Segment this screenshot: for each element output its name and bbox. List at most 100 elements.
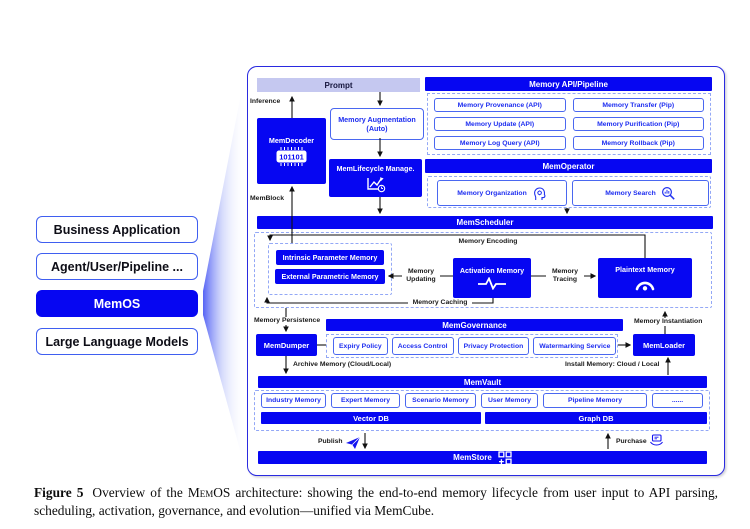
api-item-label: Memory Provenance (API) xyxy=(457,101,542,109)
governance-policies-container: Expiry Policy Access Control Privacy Pro… xyxy=(326,334,618,358)
memoperator-header: MemOperator xyxy=(425,159,712,173)
user-memory-box: User Memory xyxy=(481,393,538,408)
sidebar-label: MemOS xyxy=(93,296,141,311)
memory-search-box: Memory Search xyxy=(572,180,709,206)
plaintext-memory-box: Plaintext Memory xyxy=(598,258,692,298)
gauge-icon xyxy=(635,281,655,291)
memory-tracing-line2: Tracing xyxy=(552,276,578,284)
memlifecycle-box: MemLifecycle Manage. xyxy=(329,159,422,197)
memvault-header: MemVault xyxy=(258,376,707,388)
memory-updating-label: Memory Updating xyxy=(402,268,440,285)
memlifecycle-label: MemLifecycle Manage. xyxy=(336,163,415,173)
sidebar-item-large-language-models: Large Language Models xyxy=(36,328,198,355)
api-item-label: Memory Log Query (API) xyxy=(459,139,540,147)
purchase-card-icon xyxy=(650,434,663,446)
archive-memory-label: Archive Memory (Cloud/Local) xyxy=(293,361,392,368)
svg-text:101101: 101101 xyxy=(279,153,304,162)
chip-icon: 101101 xyxy=(276,147,306,166)
industry-memory-box: Industry Memory xyxy=(261,393,326,408)
memdecoder-box: MemDecoder 101101 xyxy=(257,118,326,184)
policy-label: Access Control xyxy=(397,342,448,350)
expert-memory-box: Expert Memory xyxy=(331,393,400,408)
memory-tracing-label: Memory Tracing xyxy=(546,268,584,285)
memscheduler-title: MemScheduler xyxy=(456,218,514,227)
sidebar-label: Agent/User/Pipeline ... xyxy=(51,259,183,274)
memory-encoding-label: Memory Encoding xyxy=(455,238,521,247)
sidebar-item-memos: MemOS xyxy=(36,290,198,317)
memory-type-label: ...... xyxy=(671,397,684,404)
memory-api-pipeline-grid: Memory Provenance (API) Memory Transfer … xyxy=(427,93,711,155)
memvault-container xyxy=(254,390,710,431)
memblock-label: MemBlock xyxy=(250,195,284,202)
pipeline-memory-box: Pipeline Memory xyxy=(543,393,647,408)
more-memory-box: ...... xyxy=(652,393,703,408)
api-item-memory-rollback: Memory Rollback (Pip) xyxy=(572,136,704,150)
vector-db-bar: Vector DB xyxy=(261,412,481,424)
memstore-bar: MemStore xyxy=(258,450,707,465)
augmentation-line2: (Auto) xyxy=(366,124,388,133)
memory-type-row: Industry Memory Expert Memory Scenario M… xyxy=(261,393,707,408)
purchase-label: Purchase xyxy=(616,438,647,445)
memloader-box: MemLoader xyxy=(633,334,695,356)
memdumper-label: MemDumper xyxy=(263,340,310,350)
search-icon xyxy=(661,186,675,200)
inference-label: Inference xyxy=(250,98,281,105)
caption-text-rest: architecture: showing the end-to-end mem… xyxy=(34,485,718,518)
memory-type-label: Pipeline Memory xyxy=(567,397,622,404)
graph-db-label: Graph DB xyxy=(578,413,614,423)
memory-caching-label: Memory Caching xyxy=(408,299,472,308)
api-item-label: Memory Purification (Pip) xyxy=(597,120,680,128)
policy-label: Privacy Protection xyxy=(463,342,524,350)
scheduler-section-container xyxy=(254,232,712,308)
memscheduler-bar: MemScheduler xyxy=(257,216,713,229)
api-item-label: Memory Update (API) xyxy=(465,120,535,128)
memory-api-pipeline-title: Memory API/Pipeline xyxy=(529,79,608,89)
sidebar-label: Large Language Models xyxy=(45,334,189,349)
memory-type-label: Scenario Memory xyxy=(412,397,469,404)
memory-persistence-label: Memory Persistence xyxy=(252,317,323,326)
memdecoder-label: MemDecoder xyxy=(268,136,315,145)
api-item-memory-provenance: Memory Provenance (API) xyxy=(434,98,566,112)
caption-memos-os: OS xyxy=(213,485,231,500)
api-item-label: Memory Transfer (Pip) xyxy=(602,101,675,109)
memgovernance-title: MemGovernance xyxy=(442,320,507,330)
vector-db-label: Vector DB xyxy=(353,413,389,423)
prompt-label: Prompt xyxy=(324,80,353,90)
memory-api-pipeline-header: Memory API/Pipeline xyxy=(425,77,712,91)
plaintext-memory-label: Plaintext Memory xyxy=(615,265,675,274)
policy-label: Expiry Policy xyxy=(339,342,382,350)
memory-updating-line2: Updating xyxy=(406,276,436,284)
memloader-label: MemLoader xyxy=(642,340,686,350)
install-memory-label: Install Memory: Cloud / Local xyxy=(565,361,660,368)
api-item-label: Memory Rollback (Pip) xyxy=(601,139,675,147)
memstore-apps-icon xyxy=(498,450,512,465)
prompt-bar: Prompt xyxy=(257,78,420,92)
memvault-title: MemVault xyxy=(463,377,502,387)
activation-memory-box: Activation Memory xyxy=(453,258,531,298)
memory-type-label: Expert Memory xyxy=(340,397,391,404)
external-parametric-memory-label: External Parametric Memory xyxy=(281,272,379,281)
policy-privacy: Privacy Protection xyxy=(457,337,530,355)
sidebar-item-business-application: Business Application xyxy=(36,216,198,243)
memory-tracing-line1: Memory xyxy=(551,268,579,275)
graph-db-bar: Graph DB xyxy=(485,412,707,424)
memory-organization-box: Memory Organization xyxy=(437,180,567,206)
api-item-memory-purification: Memory Purification (Pip) xyxy=(572,117,704,131)
caption-text: Overview of the xyxy=(92,485,188,500)
heartbeat-icon xyxy=(478,277,506,290)
head-gear-icon xyxy=(533,186,546,200)
external-parametric-memory-box: External Parametric Memory xyxy=(275,269,385,284)
activation-memory-label: Activation Memory xyxy=(459,266,525,275)
augmentation-line1: Memory Augmentation xyxy=(338,114,416,124)
policy-expiry: Expiry Policy xyxy=(333,337,388,355)
policy-label: Watermarking Service xyxy=(539,342,611,350)
memory-instantiation-label: Memory Instantiation xyxy=(632,318,705,327)
publish-label: Publish xyxy=(318,438,343,445)
api-item-memory-transfer: Memory Transfer (Pip) xyxy=(572,98,704,112)
memory-organization-label: Memory Organization xyxy=(457,189,527,197)
memgovernance-header: MemGovernance xyxy=(326,319,623,331)
lifecycle-chart-icon xyxy=(366,176,385,192)
caption-memos-smallcaps: Mem xyxy=(187,485,214,500)
